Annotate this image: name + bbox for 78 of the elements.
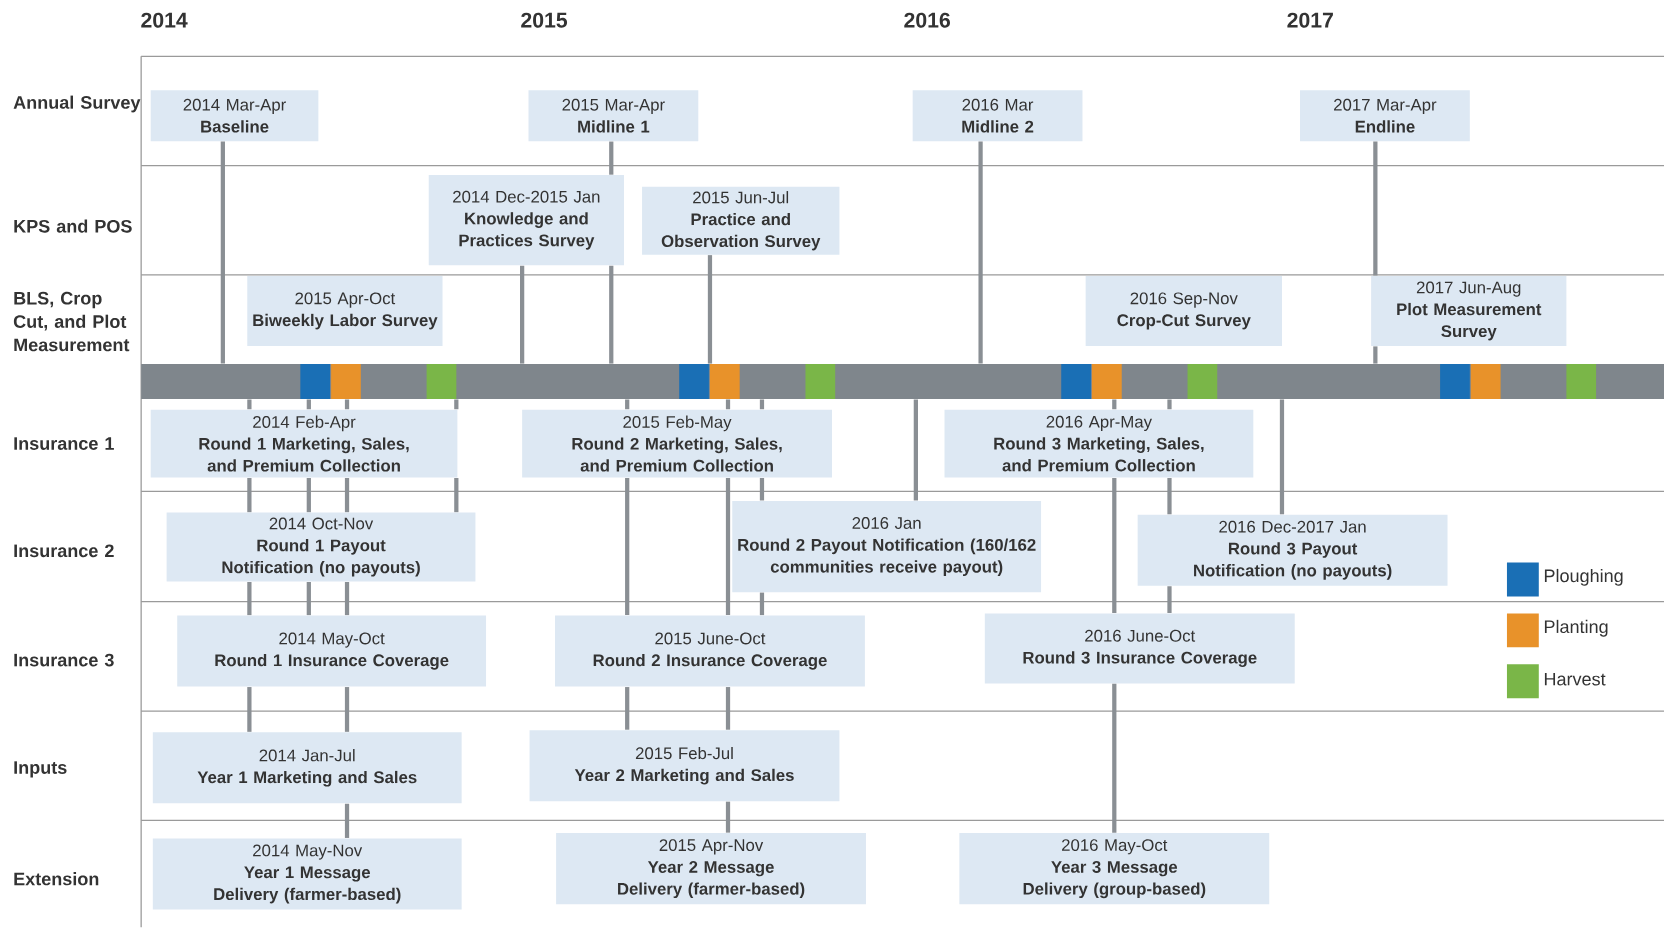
connector-line: [725, 399, 731, 410]
connector-line: [625, 478, 630, 616]
timeline-box: 2016 Jan Round 2 Payout Notification (160/162 communities receive payout): [732, 501, 1042, 593]
connector-line: [247, 478, 252, 513]
row-label: Extension: [14, 872, 99, 886]
legend-label: Planting: [1544, 620, 1608, 637]
connector-line: [247, 582, 252, 616]
connector-line: [609, 141, 614, 175]
timeline-box: 2015 Apr-Nov Year 2 Message Delivery (farmer-based): [556, 833, 866, 905]
connector-line: [247, 399, 252, 410]
connector-line: [454, 478, 459, 513]
timeline-box: 2016 Mar Midline 2: [912, 90, 1083, 142]
timeline-box: 2016 Dec-2017 Jan Round 3 Payout Notification (no payouts): [1137, 514, 1448, 587]
row-label: KPS and POS: [14, 219, 132, 233]
connector-line: [344, 399, 350, 410]
timeline-box: 2014 Jan-Jul Year 1 Marketing and Sales: [152, 732, 462, 804]
connector-line: [344, 582, 350, 616]
connector-line: [978, 141, 983, 364]
connector-line: [344, 478, 350, 513]
connector-line: [306, 399, 311, 410]
timeline-box: 2014 May-Nov Year 1 Message Delivery (farmer-based): [152, 838, 462, 910]
timeline-box: 2014 May-Oct Round 1 Insurance Coverage: [177, 615, 487, 687]
timeline-bar: [141, 364, 1664, 400]
connector-line: [609, 266, 614, 364]
connector-line: [1167, 586, 1172, 614]
row-label: Inputs: [14, 761, 67, 778]
legend-label: Harvest: [1544, 673, 1606, 686]
timeline-box: 2016 Apr-May Round 3 Marketing, Sales, and Premium Collection: [944, 409, 1254, 478]
timeline-box: 2015 Jun-Jul Practice and Observation Survey: [642, 187, 840, 255]
timeline-box: 2016 May-Oct Year 3 Message Delivery (group-based): [959, 833, 1270, 905]
connector-line: [707, 255, 713, 364]
year-label: 2015: [521, 12, 568, 28]
connector-line: [625, 399, 630, 410]
connector-line: [1373, 141, 1378, 276]
connector-line: [306, 478, 311, 513]
year-label: 2014: [141, 12, 188, 28]
timeline-box: 2015 Apr-Oct Biweekly Labor Survey: [247, 276, 443, 347]
timeline-box: 2015 Mar-Apr Midline 1: [528, 90, 699, 142]
timeline-box: 2014 Oct-Nov Round 1 Payout Notification (no payouts): [166, 512, 476, 582]
connector-line: [759, 592, 765, 616]
connector-line: [1279, 399, 1285, 515]
connector-line: [1112, 399, 1117, 410]
timeline-box: 2016 June-Oct Round 3 Insurance Coverage: [984, 613, 1295, 684]
connector-line: [1112, 478, 1117, 614]
row-label: Insurance 3: [14, 653, 114, 667]
connector-line: [725, 478, 731, 616]
connector-line: [725, 687, 731, 730]
connector-line: [520, 266, 525, 364]
row-label: BLS, Crop Cut, and Plot Measurement: [13, 292, 130, 352]
connector-line: [625, 687, 630, 730]
connector-line: [1167, 478, 1172, 515]
connector-line: [913, 399, 918, 501]
timeline-box: 2015 June-Oct Round 2 Insurance Coverage: [555, 615, 865, 687]
row-label: Insurance 2: [14, 544, 114, 558]
connector-line: [220, 141, 225, 364]
timeline-box: 2014 Feb-Apr Round 1 Marketing, Sales, and Premium Collection: [150, 409, 458, 478]
legend-label: Ploughing: [1544, 569, 1623, 586]
connector-line: [759, 399, 765, 410]
year-label: 2017: [1287, 12, 1333, 28]
connector-line: [1112, 684, 1117, 833]
timeline-box: 2017 Jun-Aug Plot Measurement Survey: [1371, 276, 1567, 347]
connector-line: [454, 399, 459, 410]
connector-line: [306, 582, 311, 616]
timeline-box: 2014 Dec-2015 Jan Knowledge and Practices Survey: [428, 175, 624, 266]
timeline-box: 2016 Sep-Nov Crop-Cut Survey: [1085, 276, 1282, 347]
timeline-box: 2015 Feb-Jul Year 2 Marketing and Sales: [529, 730, 840, 802]
connector-line: [247, 687, 252, 733]
year-label: 2016: [904, 12, 950, 28]
timeline-box: 2015 Feb-May Round 2 Marketing, Sales, and Premium Collection: [522, 409, 832, 478]
connector-line: [759, 478, 765, 501]
connector-line: [1167, 399, 1172, 410]
connector-line: [725, 801, 731, 833]
row-label: Insurance 1: [14, 437, 114, 451]
connector-line: [1373, 346, 1378, 364]
connector-line: [344, 804, 350, 839]
connector-line: [344, 687, 350, 733]
timeline-box: 2017 Mar-Apr Endline: [1300, 90, 1470, 142]
timeline-box: 2014 Mar-Apr Baseline: [150, 90, 319, 142]
